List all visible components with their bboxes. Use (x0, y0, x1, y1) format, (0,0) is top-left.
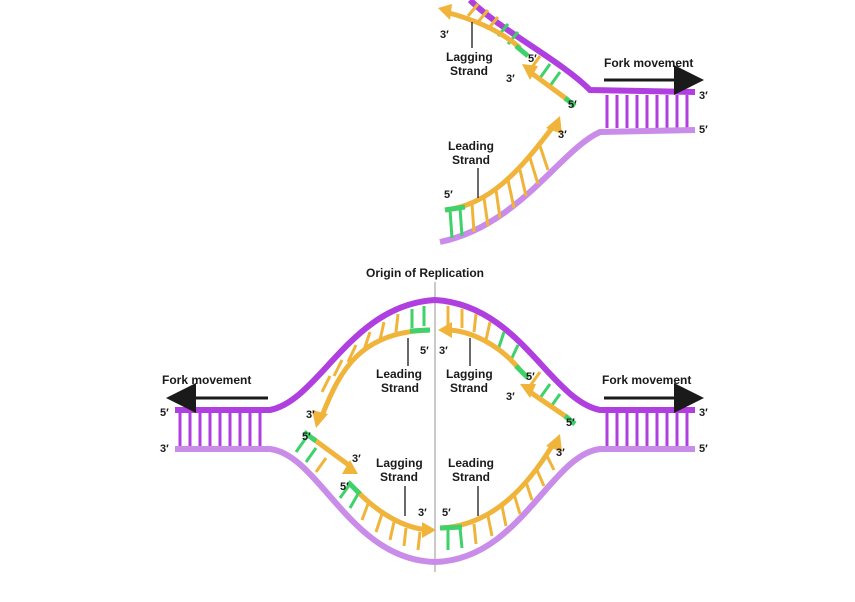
top-lagging-okazaki-2 (528, 69, 570, 103)
left-lagging-label-line2: Strand (380, 470, 418, 484)
bubble-parental-upper (175, 296, 695, 413)
top-parental-strand-lower (439, 127, 696, 245)
bubble-end-bottom-mid-5prime: 5′ (442, 507, 451, 519)
top-end-5prime-right: 5′ (699, 124, 708, 136)
top-lagging-arrowhead-2 (522, 64, 538, 80)
bottom-replication-bubble: Origin of Replication (160, 266, 708, 572)
top-lagging-okazaki-1-primer (514, 44, 530, 58)
lower-left-rungs (294, 437, 422, 551)
bubble-end-left-lag-5prime-b: 5′ (340, 481, 349, 493)
bubble-end-right-lag-5prime-b: 5′ (566, 417, 575, 429)
bubble-end-top-mid-5prime: 5′ (420, 345, 429, 357)
right-lagging-okazaki-2-primer (563, 414, 577, 426)
top-end-5prime-lag-b: 5′ (568, 99, 577, 111)
bubble-end-right-lag-3prime: 3′ (506, 391, 515, 403)
bubble-end-right-3prime: 3′ (699, 407, 708, 419)
left-lagging-okazaki-1-primer (302, 430, 318, 443)
top-lagging-okazaki-1 (444, 9, 522, 50)
left-lagging-label-line1: Lagging (376, 456, 423, 470)
right-lagging-arrowhead-1 (438, 322, 452, 338)
top-end-3prime-lag: 3′ (440, 29, 449, 41)
bubble-end-bottom-mid-3prime: 3′ (418, 507, 427, 519)
top-end-5prime-lag-a: 5′ (528, 53, 537, 65)
right-leading-label-line1: Leading (448, 456, 494, 470)
bubble-end-left-3prime: 3′ (160, 443, 169, 455)
right-lagging-okazaki-1 (445, 327, 522, 372)
right-duplex-rungs (605, 413, 689, 447)
top-replication-fork: Lagging Strand Leading Strand Fork movem… (438, 0, 708, 245)
top-end-3prime-lead: 3′ (558, 129, 567, 141)
right-lagging-label-line2: Strand (450, 381, 488, 395)
right-leading-label-line2: Strand (452, 470, 490, 484)
right-lagging-okazaki-2 (528, 389, 570, 421)
bubble-end-right-5prime: 5′ (699, 443, 708, 455)
left-lagging-arrowhead-1 (342, 460, 358, 474)
bubble-end-top-mid-3prime: 3′ (439, 345, 448, 357)
top-leading-arrowhead (546, 116, 562, 134)
right-lagging-okazaki-1-primer (514, 364, 530, 380)
bubble-parental-lower (175, 446, 695, 566)
top-leading-label-line1: Leading (448, 139, 494, 153)
left-leading-label-line1: Leading (376, 367, 422, 381)
top-duplex-rungs (605, 95, 689, 128)
bubble-end-left-new-3prime: 3′ (306, 409, 315, 421)
bubble-end-left-lag-5prime: 5′ (302, 431, 311, 443)
top-lagging-okazaki-2-primer (563, 96, 577, 108)
top-end-3prime-lag-b: 3′ (506, 73, 515, 85)
top-parental-strand-upper (467, 0, 696, 95)
top-fork-movement-label: Fork movement (604, 56, 693, 70)
left-fork-movement-label: Fork movement (162, 373, 251, 387)
top-end-5prime-lead: 5′ (444, 189, 453, 201)
left-lagging-arrowhead-2 (422, 522, 436, 538)
right-lagging-arrowhead-2 (520, 384, 536, 398)
left-leading-primer (409, 327, 431, 334)
bubble-end-right-lead-3prime: 3′ (556, 447, 565, 459)
left-leading-new-strand (319, 327, 431, 417)
left-leading-label-line2: Strand (381, 381, 419, 395)
top-lagging-label-line2: Strand (450, 64, 488, 78)
right-leading-primer (439, 524, 463, 531)
left-lagging-okazaki-2 (354, 488, 429, 533)
origin-label: Origin of Replication (366, 266, 484, 280)
top-leading-primer (444, 204, 466, 213)
left-leading-arrowhead (312, 410, 328, 428)
bubble-end-left-5prime: 5′ (160, 407, 169, 419)
left-lagging-okazaki-1 (310, 435, 352, 469)
bubble-end-right-lag-5prime: 5′ (526, 371, 535, 383)
lower-right-rungs (446, 453, 556, 550)
top-leading-label-line2: Strand (452, 153, 490, 167)
right-leading-arrowhead (546, 434, 562, 452)
top-end-3prime-right: 3′ (699, 90, 708, 102)
right-lagging-label-line1: Lagging (446, 367, 493, 381)
left-duplex-rungs (178, 413, 262, 447)
right-fork-movement-label: Fork movement (602, 373, 691, 387)
top-lagging-label-line1: Lagging (446, 50, 493, 64)
bubble-end-left-lag-3prime: 3′ (352, 453, 361, 465)
top-leading-rungs (448, 145, 550, 239)
top-lagging-arrowhead-1 (438, 4, 452, 20)
left-lagging-okazaki-2-primer (346, 480, 362, 496)
